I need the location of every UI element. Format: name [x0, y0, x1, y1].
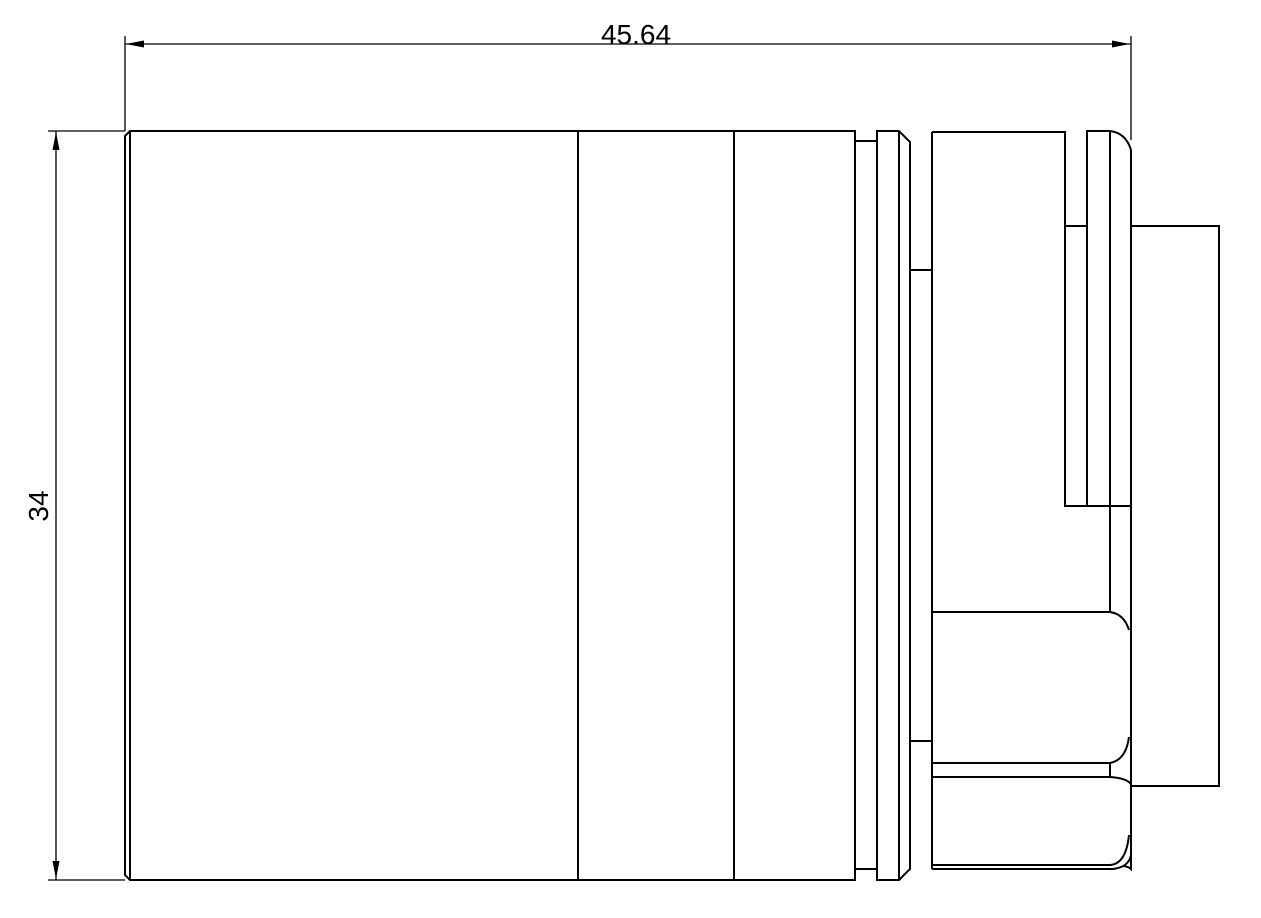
width-dimension: 45.64: [124, 19, 1132, 140]
main-body: [124, 130, 856, 881]
height-dimension-label: 34: [23, 490, 54, 521]
flange-ring: [876, 130, 911, 881]
connector-housing: [1131, 225, 1220, 787]
neck: [910, 269, 932, 742]
groove-step: [855, 140, 877, 870]
hex-nut: [931, 130, 1132, 872]
arrow-down-icon: [52, 861, 60, 879]
arrow-up-icon: [52, 132, 60, 150]
height-dimension: 34: [23, 130, 125, 881]
arrow-left-icon: [126, 40, 144, 48]
arrow-right-icon: [1112, 40, 1130, 48]
width-dimension-label: 45.64: [601, 19, 671, 50]
